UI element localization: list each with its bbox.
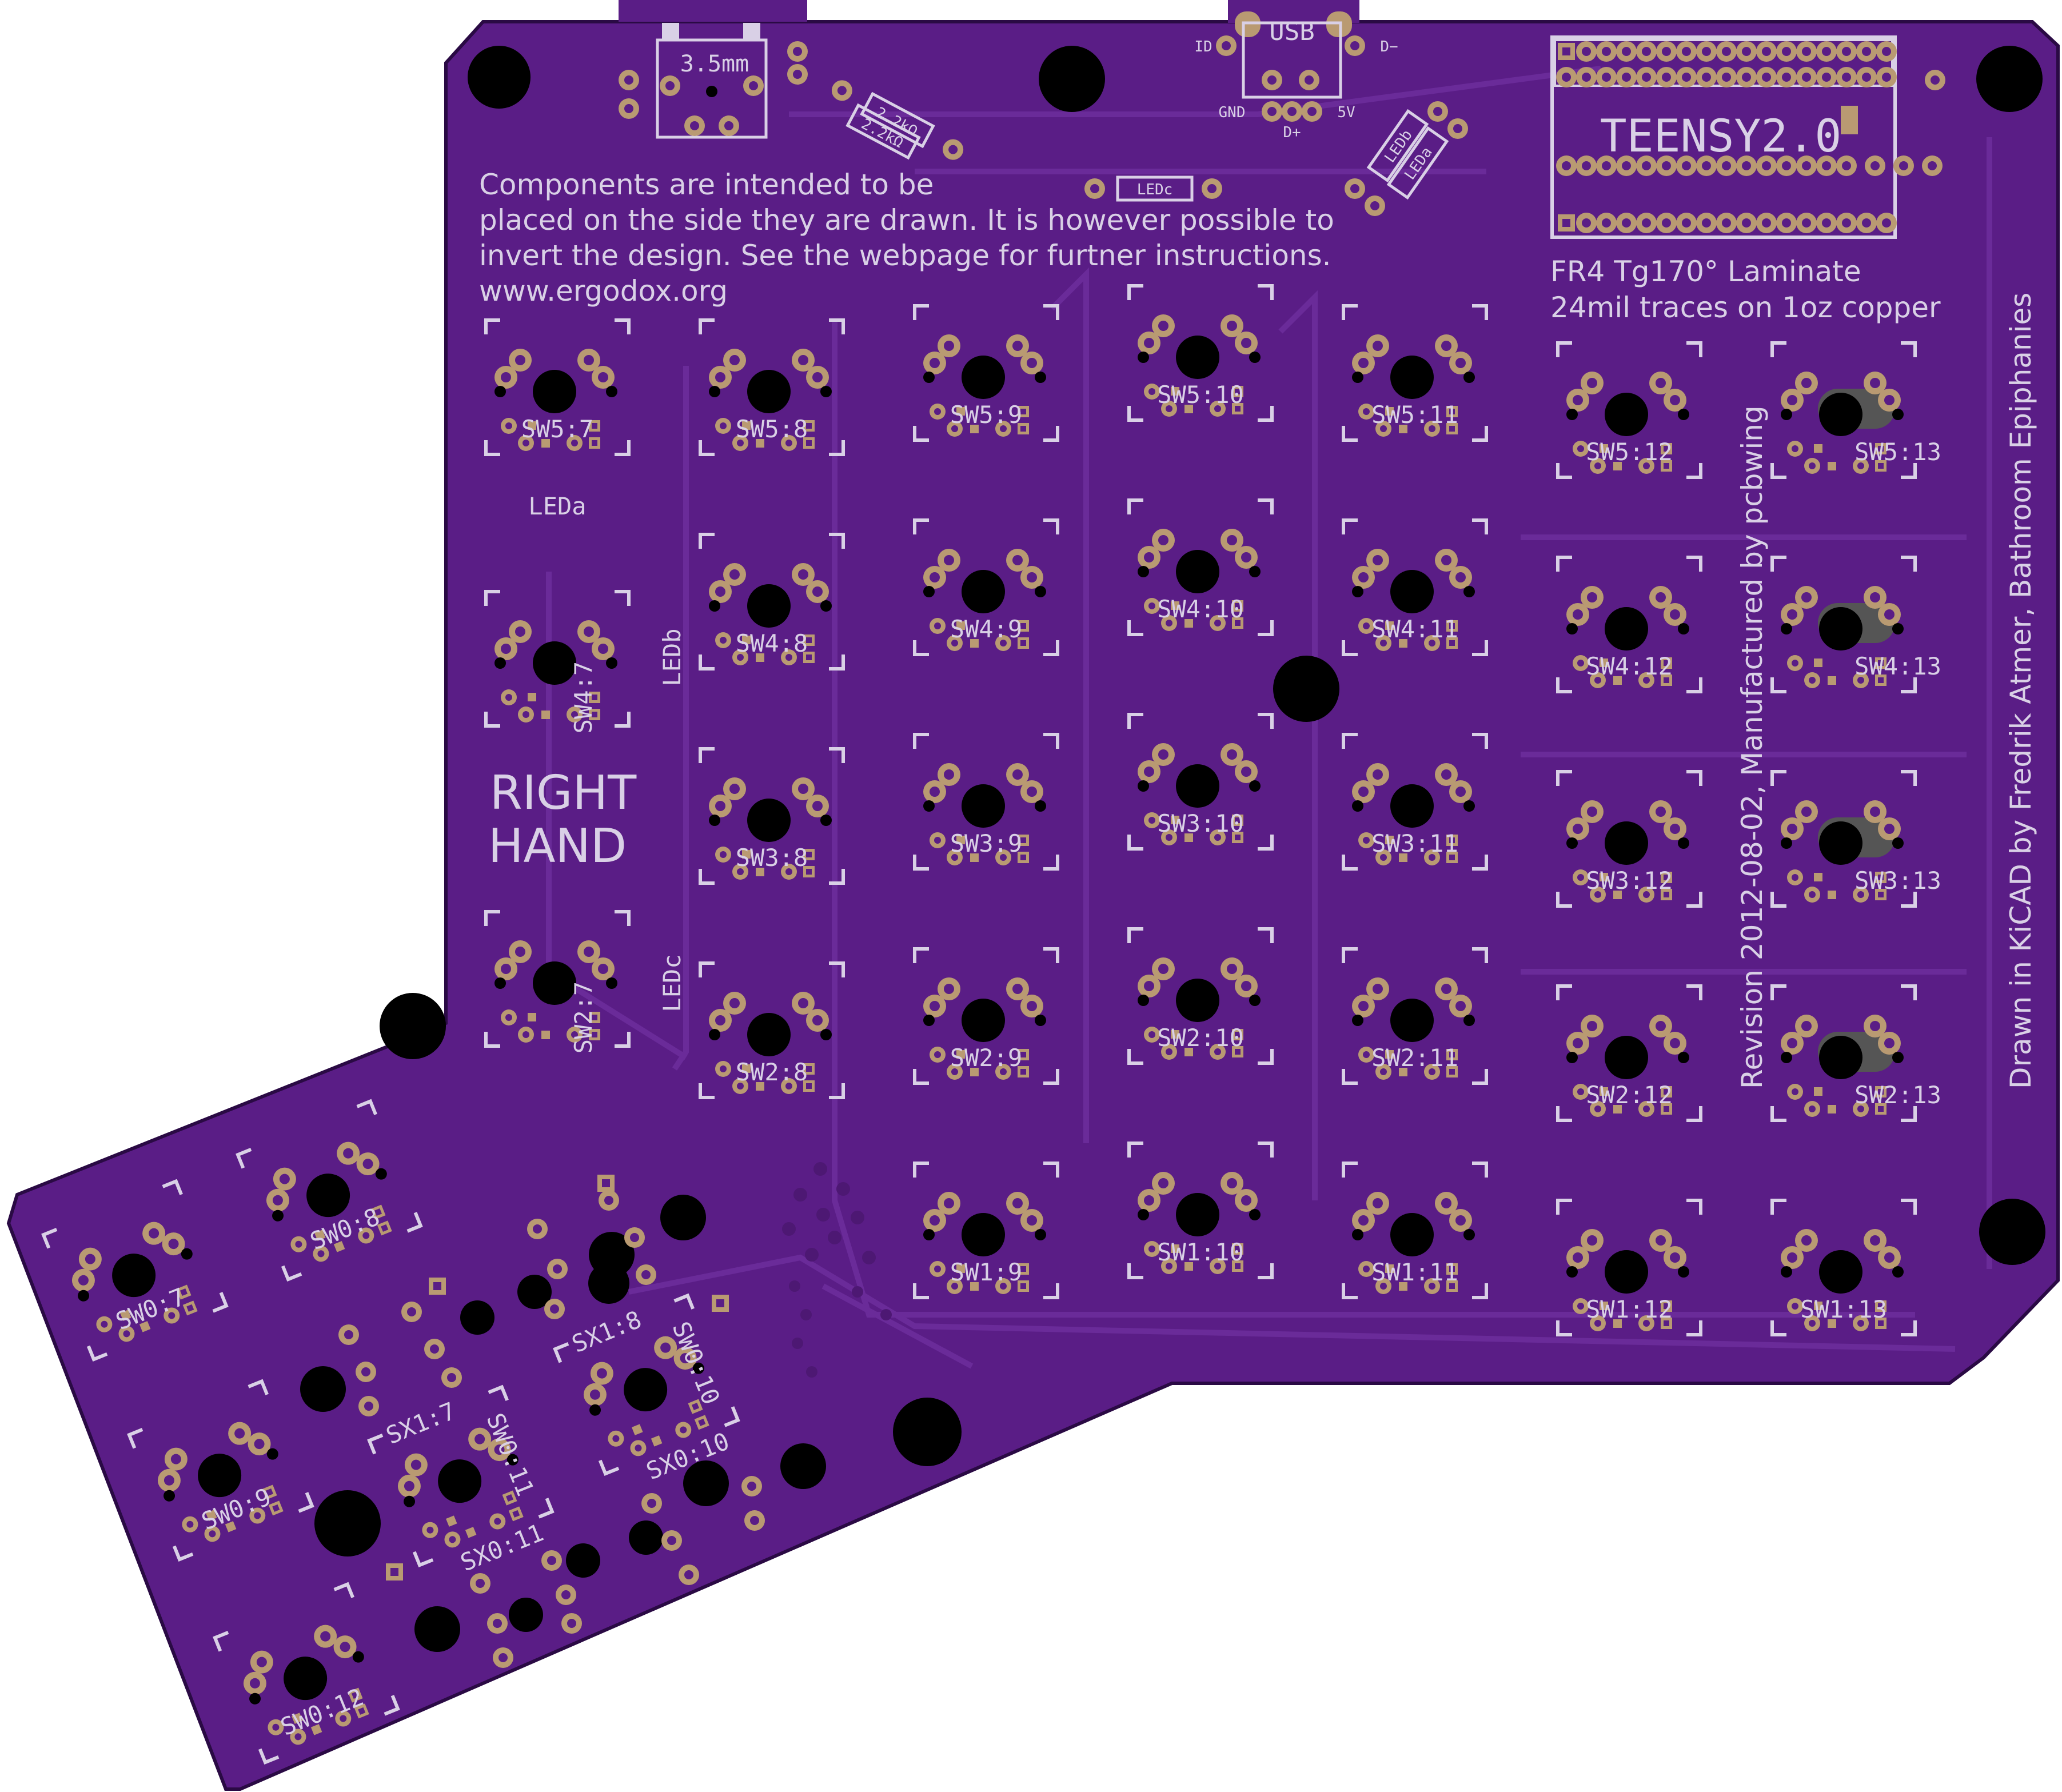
key-sw4-7-label: SW4:7 xyxy=(569,661,597,733)
key-sw5-7: SW5:7 xyxy=(486,320,629,454)
key-sw4-9: SW4:9 xyxy=(915,520,1058,654)
key-sw2-10: SW2:10 xyxy=(1129,929,1272,1063)
key-sw3-10: SW3:10 xyxy=(1129,715,1272,849)
right-hand-line-2: HAND xyxy=(488,819,627,873)
jack-label: 3.5mm xyxy=(680,51,749,77)
drawn-by-label: Drawn in KiCAD by Fredrik Atmer, Bathroo… xyxy=(2004,293,2037,1089)
key-sw1-9: SW1:9 xyxy=(915,1163,1058,1298)
key-sw1-11-label: SW1:11 xyxy=(1371,1258,1458,1286)
key-sw3-12-label: SW3:12 xyxy=(1586,867,1673,895)
key-sw4-8-label: SW4:8 xyxy=(736,629,808,657)
ledb-label: LEDb xyxy=(658,628,686,686)
key-sw4-10-label: SW4:10 xyxy=(1157,595,1244,623)
key-sw2-10-label: SW2:10 xyxy=(1157,1024,1244,1052)
key-sw4-11-label: SW4:11 xyxy=(1371,615,1458,643)
key-sw2-7-label: SW2:7 xyxy=(569,981,597,1053)
note-line-3: invert the design. See the webpage for f… xyxy=(479,239,1331,272)
key-sw5-12-label: SW5:12 xyxy=(1586,438,1673,466)
key-sw2-12-label: SW2:12 xyxy=(1586,1081,1673,1109)
key-sw5-13: SW5:13 xyxy=(1772,343,1941,477)
key-sw4-10: SW4:10 xyxy=(1129,500,1272,634)
key-sw5-7-label: SW5:7 xyxy=(521,415,593,443)
teensy-label: TEENSY2.0 xyxy=(1600,111,1842,162)
key-sw3-11: SW3:11 xyxy=(1343,735,1486,869)
note-line-4: www.ergodox.org xyxy=(479,274,728,308)
key-sw4-8: SW4:8 xyxy=(700,534,843,669)
usb-5v-label: 5V xyxy=(1337,104,1355,121)
usb-footprint: USB ID D− GND D+ 5V xyxy=(1194,0,1398,141)
key-sw4-13-label: SW4:13 xyxy=(1854,652,1941,680)
key-sw1-13-label: SW1:13 xyxy=(1800,1295,1887,1323)
key-sw4-12-label: SW4:12 xyxy=(1586,652,1673,680)
key-sw3-9-label: SW3:9 xyxy=(950,829,1022,857)
key-sw5-9-label: SW5:9 xyxy=(950,401,1022,429)
key-sw1-10: SW1:10 xyxy=(1129,1143,1272,1278)
key-sw2-9: SW2:9 xyxy=(915,949,1058,1083)
usb-gnd-label: GND xyxy=(1219,104,1246,121)
key-sw2-7: SW2:7 xyxy=(486,912,629,1053)
usb-id-label: ID xyxy=(1194,38,1212,55)
key-sw1-10-label: SW1:10 xyxy=(1157,1238,1244,1266)
usb-label: USB xyxy=(1269,17,1314,46)
key-sw4-12: SW4:12 xyxy=(1558,557,1701,692)
note-line-2: placed on the side they are drawn. It is… xyxy=(479,203,1334,237)
key-sw3-13-label: SW3:13 xyxy=(1854,867,1941,895)
key-sw2-13-label: SW2:13 xyxy=(1854,1081,1941,1109)
audio-jack-footprint: 3.5mm xyxy=(619,0,808,139)
led-c-footprint: LEDc xyxy=(1084,175,1222,202)
key-sw4-7: SW4:7 xyxy=(486,592,629,733)
key-sw5-8-label: SW5:8 xyxy=(736,415,808,443)
ledc-small-label: LEDc xyxy=(1137,181,1173,198)
assembly-note: Components are intended to be placed on … xyxy=(479,168,1334,308)
key-sw5-8: SW5:8 xyxy=(700,320,843,454)
mounting-holes xyxy=(314,46,2045,1556)
key-sw3-12: SW3:12 xyxy=(1558,772,1701,906)
key-sw4-13: SW4:13 xyxy=(1772,557,1941,692)
key-sw2-8: SW2:8 xyxy=(700,963,843,1097)
key-sw1-9-label: SW1:9 xyxy=(950,1258,1022,1286)
key-sw5-11-label: SW5:11 xyxy=(1371,401,1458,429)
key-sw5-10: SW5:10 xyxy=(1129,286,1272,420)
board-outline xyxy=(6,20,2060,1791)
leda-label: LEDa xyxy=(528,492,586,520)
key-sw3-8-label: SW3:8 xyxy=(736,844,808,872)
key-sw5-12: SW5:12 xyxy=(1558,343,1701,477)
key-sw3-13: SW3:13 xyxy=(1772,772,1941,906)
key-sw1-12-label: SW1:12 xyxy=(1586,1295,1673,1323)
usb-dminus-label: D− xyxy=(1380,38,1398,55)
note-line-1: Components are intended to be xyxy=(479,168,934,201)
key-sw4-11: SW4:11 xyxy=(1343,520,1486,654)
key-sw3-10-label: SW3:10 xyxy=(1157,809,1244,837)
key-sw5-9: SW5:9 xyxy=(915,306,1058,440)
key-sw2-8-label: SW2:8 xyxy=(736,1058,808,1086)
key-sw5-10-label: SW5:10 xyxy=(1157,381,1244,409)
via-pattern xyxy=(782,1162,892,1378)
traces-label: 24mil traces on 1oz copper xyxy=(1550,291,1941,324)
key-sw1-11: SW1:11 xyxy=(1343,1163,1486,1298)
key-sw1-12: SW1:12 xyxy=(1558,1200,1701,1335)
key-sw2-13: SW2:13 xyxy=(1772,986,1941,1120)
thumb-extra-holes xyxy=(300,1195,826,1652)
key-sw4-9-label: SW4:9 xyxy=(950,615,1022,643)
key-sw5-11: SW5:11 xyxy=(1343,306,1486,440)
key-sw2-12: SW2:12 xyxy=(1558,986,1701,1120)
right-hand-line-1: RIGHT xyxy=(490,766,637,820)
teensy-footprint: TEENSY2.0 xyxy=(1550,35,1897,239)
key-sw2-11: SW2:11 xyxy=(1343,949,1486,1083)
key-sw5-13-label: SW5:13 xyxy=(1854,438,1941,466)
key-sw3-9: SW3:9 xyxy=(915,735,1058,869)
key-sw1-13: SW1:13 xyxy=(1772,1200,1915,1335)
revision-label: Revision 2012-08-02, Manufactured by pcb… xyxy=(1736,405,1769,1089)
key-sw2-11-label: SW2:11 xyxy=(1371,1044,1458,1072)
ledc-label: LEDc xyxy=(658,954,686,1012)
laminate-label: FR4 Tg170° Laminate xyxy=(1550,255,1861,288)
key-sw3-8: SW3:8 xyxy=(700,749,843,883)
key-sw2-9-label: SW2:9 xyxy=(950,1044,1022,1072)
usb-dplus-label: D+ xyxy=(1283,124,1301,141)
key-sw3-11-label: SW3:11 xyxy=(1371,829,1458,857)
